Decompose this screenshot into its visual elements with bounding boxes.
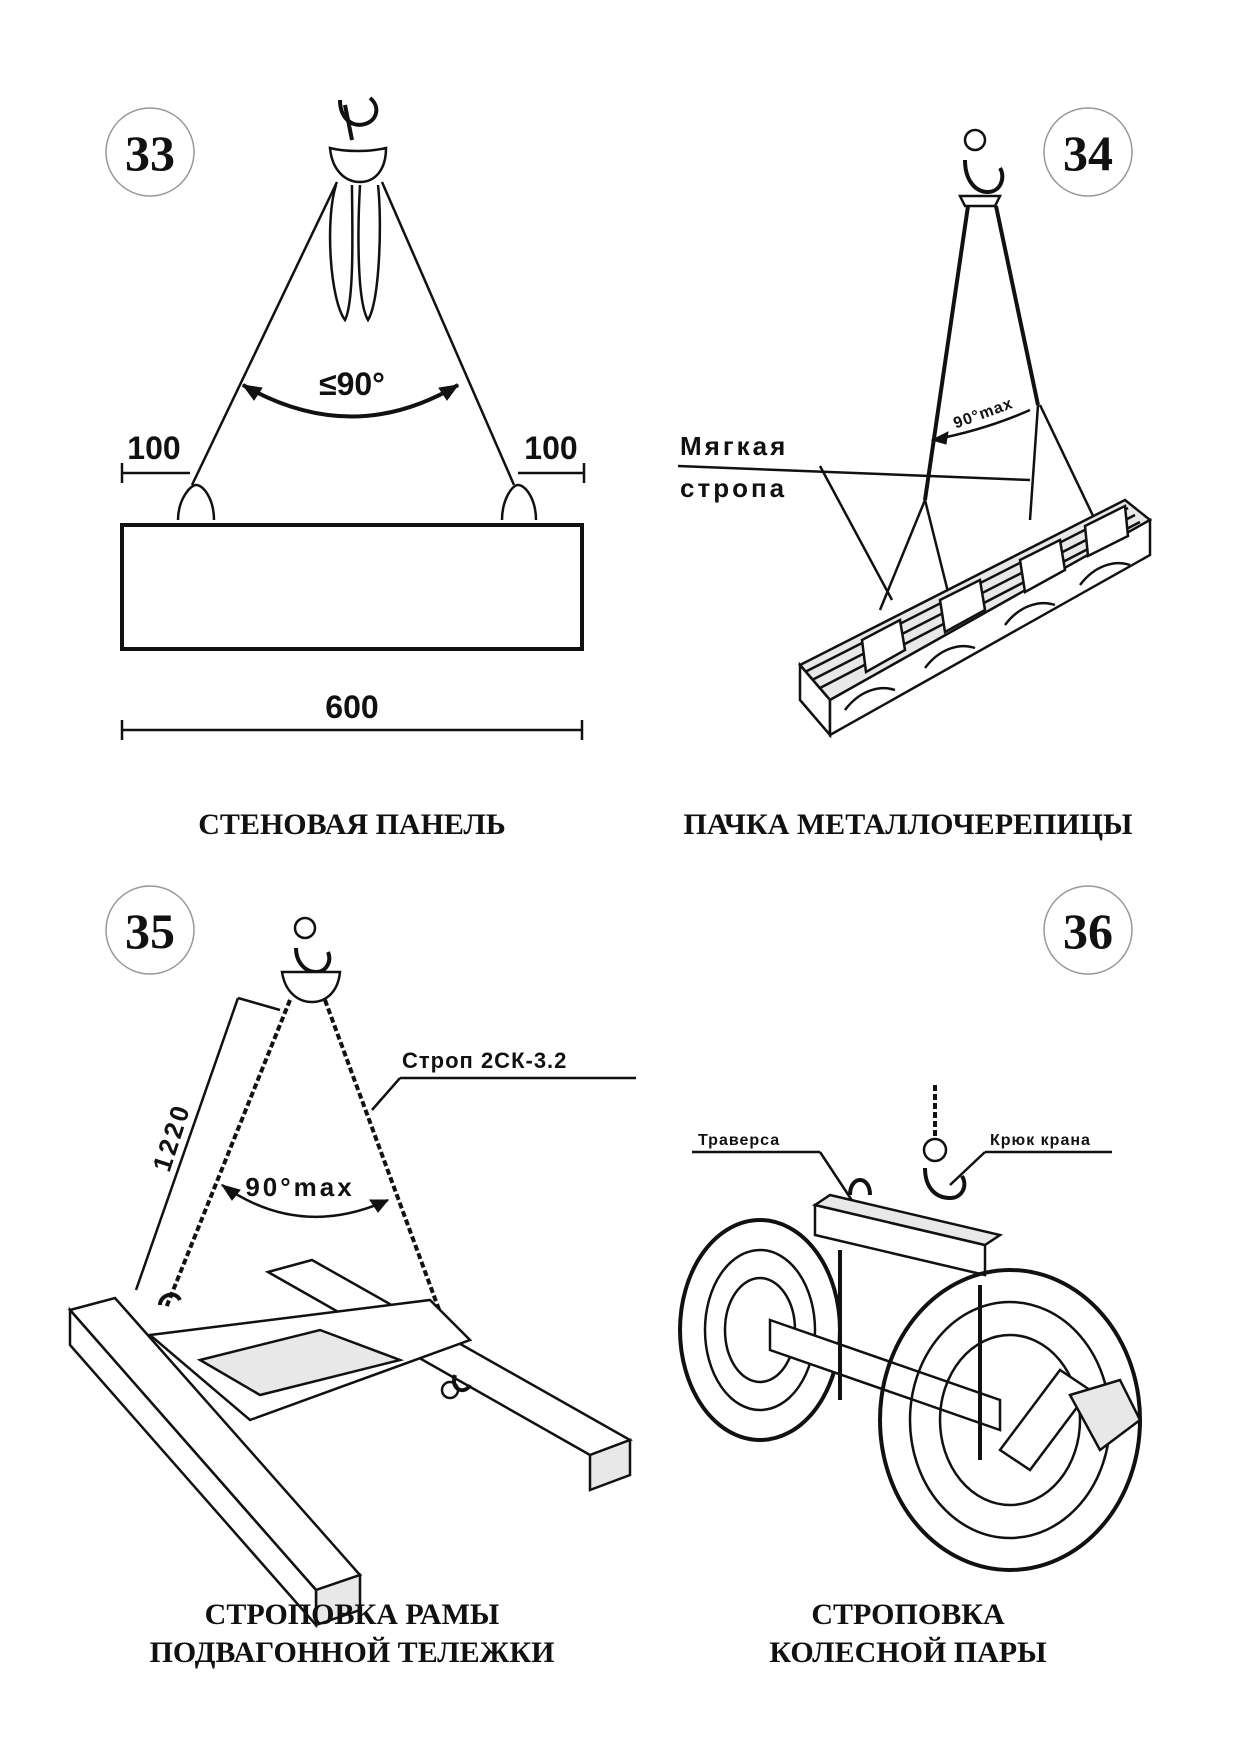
figure-35-caption-line-2: ПОДВАГОННОЙ ТЕЛЕЖКИ <box>150 1636 555 1669</box>
sling-legs <box>164 999 464 1373</box>
crane-hook-icon <box>922 1085 967 1201</box>
figure-34-number: 34 <box>1063 125 1113 181</box>
figure-33-caption: СТЕНОВАЯ ПАНЕЛЬ <box>198 808 505 841</box>
figure-33: 33 ≤90° 100 <box>105 96 586 841</box>
angle-arc: ≤90° <box>241 366 460 419</box>
callout-line-1: Мягкая <box>680 431 788 461</box>
figure-34: 34 90°max Мягкая стропа <box>677 107 1153 841</box>
figure-33-number: 33 <box>125 125 175 181</box>
figure-36: 36 Траверса Крюк крана <box>678 885 1142 1669</box>
crane-hook-icon <box>328 96 388 323</box>
length-dimension: 1220 <box>134 996 281 1291</box>
callouts: Траверса Крюк крана <box>692 1132 1112 1206</box>
soft-sling-callout: Мягкая стропа <box>677 431 1031 601</box>
figure-36-number: 36 <box>1063 903 1113 959</box>
figure-35-badge: 35 <box>105 885 195 975</box>
sling-label: Строп 2СК-3.2 <box>402 1048 567 1073</box>
angle-label: 90°max <box>245 1172 354 1202</box>
figure-35-caption-line-1: СТРОПОВКА РАМЫ <box>205 1598 500 1631</box>
bogie-frame <box>67 1258 633 1629</box>
figure-34-caption: ПАЧКА МЕТАЛЛОЧЕРЕПИЦЫ <box>683 808 1132 841</box>
dimension-right: 100 <box>518 430 586 483</box>
figure-36-caption-line-1: СТРОПОВКА <box>811 1598 1005 1631</box>
roof-tile-stack <box>798 498 1153 739</box>
dim-right-label: 100 <box>524 430 577 466</box>
traverse-label: Траверса <box>698 1132 780 1149</box>
dimension-left: 100 <box>120 430 190 483</box>
angle-arc: 90°max <box>220 1172 390 1219</box>
angle-label: ≤90° <box>319 366 385 402</box>
figure-35-number: 35 <box>125 903 175 959</box>
sling-legs <box>190 181 516 486</box>
sling-callout: Строп 2СК-3.2 <box>371 1048 636 1111</box>
sling-legs <box>878 205 1097 661</box>
figure-33-badge: 33 <box>105 107 195 197</box>
dim-bottom-label: 600 <box>325 689 378 725</box>
dimension-bottom: 600 <box>120 689 584 740</box>
hook-label: Крюк крана <box>990 1132 1091 1149</box>
callout-line-2: стропа <box>680 473 787 503</box>
angle-arc: 90°max <box>930 395 1031 445</box>
dim-left-label: 100 <box>127 430 180 466</box>
figure-34-badge: 34 <box>1043 107 1133 197</box>
wall-panel <box>120 523 584 651</box>
traverse-beam <box>811 1178 1004 1277</box>
crane-hook-icon <box>280 916 342 1004</box>
lifting-loops <box>176 483 538 521</box>
wheelset <box>678 1218 1142 1572</box>
figure-36-badge: 36 <box>1043 885 1133 975</box>
figure-36-caption-line-2: КОЛЕСНОЙ ПАРЫ <box>769 1636 1046 1669</box>
crane-hook-icon <box>957 128 1005 208</box>
figure-35: 35 1220 90°max Строп 2СК-3.2 <box>67 885 636 1669</box>
